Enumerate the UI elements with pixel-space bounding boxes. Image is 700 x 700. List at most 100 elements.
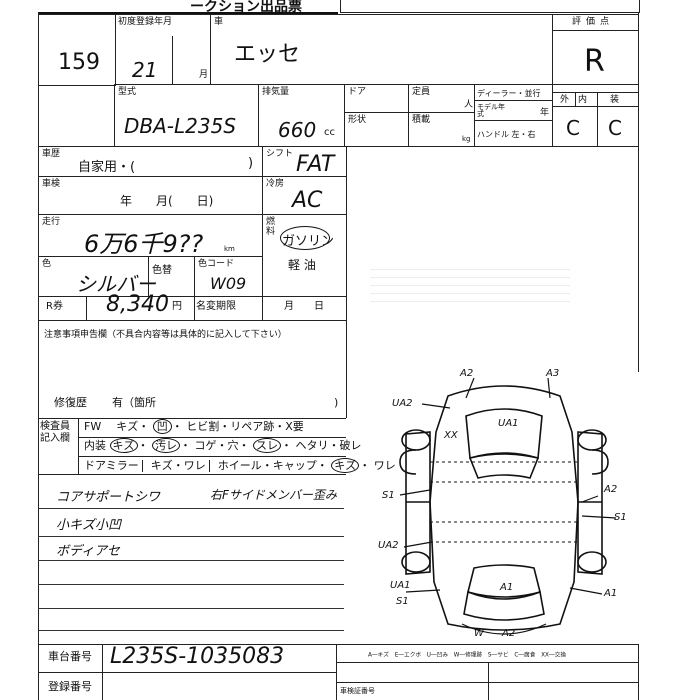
recycle-fee: 8,340 — [106, 292, 169, 317]
ac-label: 冷房 — [266, 179, 285, 189]
insp-int-scratch: キズ — [109, 438, 138, 453]
caution-label: 注意事項申告欄（不具合内容等は具体的に記入して下さい） — [44, 330, 287, 340]
header-title: ークション出品票 — [190, 0, 302, 15]
mark-w-rear: W — [474, 628, 484, 639]
first-reg-label: 初度登録年月 — [118, 17, 173, 27]
exterior-grade: C — [566, 116, 580, 140]
registration-num-label: 登録番号 — [48, 680, 92, 693]
load-label: 積載 — [412, 115, 431, 125]
mark-a1-right: A1 — [604, 588, 618, 599]
inspection-grid — [78, 418, 347, 474]
dealer-label: ディーラー・並行 — [477, 89, 541, 98]
mileage-label: 走行 — [42, 217, 61, 227]
usage-label: 車歴 — [42, 149, 61, 159]
lot-number: 159 — [58, 50, 100, 75]
insp-wheel-crack: ワレ — [373, 459, 396, 472]
grade-value: R — [584, 44, 605, 79]
note-line2: 小キズ小凹 — [56, 518, 122, 533]
insp-row1: FW キズ・ 凹・ ヒビ割・リペア跡・X要 — [84, 419, 304, 434]
usage-close: ) — [248, 156, 254, 171]
exterior-label: 外 — [560, 95, 570, 105]
header-box-right — [340, 0, 640, 13]
color-code-label: 色コード — [198, 259, 235, 269]
interior-grade: C — [608, 116, 622, 140]
insp-mirror: ドアミラー — [84, 459, 139, 472]
recycle-label: R券 — [46, 301, 63, 312]
lot-box — [38, 14, 116, 86]
chassis-value: L235S-1035083 — [110, 644, 285, 669]
insp-crack: ヒビ割・リペア跡・X要 — [186, 420, 304, 433]
color-label: 色 — [42, 259, 52, 269]
car-name-label: 車 — [214, 17, 224, 27]
mark-s1-right: S1 — [614, 512, 627, 523]
first-reg-year: 21 — [132, 58, 158, 82]
mark-ua1-rear: UA1 — [390, 580, 411, 591]
insp-row2: 内装 キズ・ 汚レ・ コゲ・穴・ スレ・ ヘタリ・破レ — [84, 438, 362, 453]
insp-int-stain: 汚レ — [152, 438, 180, 453]
fuel-label: 燃料 — [266, 217, 276, 237]
insp-fw: FW — [84, 420, 102, 433]
note-line1-left: コアサポートシワ — [56, 490, 161, 505]
capacity-label: 定員 — [412, 87, 431, 97]
usage-value: 自家用・( — [78, 160, 136, 175]
insp-scratch: キズ — [116, 420, 139, 433]
model-value: DBA-L235S — [124, 114, 237, 138]
insp-int-tear: ヘタリ・破レ — [295, 439, 362, 452]
color-code-value: W09 — [210, 274, 247, 293]
insp-mirror-damage: キズ・ワレ — [150, 459, 206, 472]
mark-ua1-hood: UA1 — [498, 418, 519, 429]
shift-label: シフト — [266, 149, 294, 159]
capacity-unit: 人 — [464, 100, 474, 110]
cert-number-label: 車検証番号 — [340, 687, 375, 695]
repair-label: 修復歴 — [54, 396, 87, 409]
car-damage-diagram — [399, 377, 617, 635]
car-name: エッセ — [234, 42, 301, 67]
mark-ua2-front: UA2 — [392, 398, 413, 409]
inspection-label: 車検 — [42, 179, 61, 189]
insp-int-wear: スレ — [253, 438, 281, 453]
displacement-value: 660 — [278, 118, 317, 142]
insp-wheel: ホイール・キャップ — [217, 459, 317, 472]
handle-label: ハンドル 左・右 — [477, 130, 536, 139]
mark-a2-rear: A2 — [502, 628, 516, 639]
mark-a2-top: A2 — [460, 368, 474, 379]
recycle-unit: 円 — [172, 301, 182, 312]
model-label: 型式 — [118, 87, 137, 97]
displacement-label: 排気量 — [262, 87, 290, 97]
fuel-circle — [280, 226, 330, 250]
interior-label: 内 — [578, 95, 588, 105]
inspector-label: 検査員記入欄 — [40, 421, 70, 444]
fuel-option: 軽 油 — [288, 258, 316, 272]
mark-s1-left: S1 — [382, 490, 395, 501]
mark-xx-front: XX — [444, 430, 458, 441]
note-line3: ボディアセ — [56, 544, 120, 559]
equipment-label: 装 — [610, 95, 620, 105]
year-unit: 年 — [540, 108, 550, 118]
mark-ua2-left: UA2 — [378, 540, 399, 551]
model-year-label: モデル年式 — [477, 103, 505, 118]
registration-value: 月 日 — [284, 301, 324, 312]
insp-wheel-scratch: キズ — [331, 458, 360, 473]
insp-row3: ドアミラー キズ・ワレ ホイール・キャップ・ キズ・ ワレ — [84, 458, 396, 473]
ac-value: AC — [292, 188, 323, 213]
repair-value: 有（箇所 — [112, 396, 156, 409]
insp-dent: 凹 — [152, 419, 172, 434]
mark-a1-rear: A1 — [500, 582, 514, 593]
color-value: シルバー — [76, 272, 156, 296]
mark-a3-top: A3 — [546, 368, 560, 379]
damage-legend: A―キズ E―エクボ U―凹み W―修理跡 S―サビ C―腐食 XX―交換 — [368, 651, 567, 659]
inspection-value: 年 月( 日) — [120, 194, 214, 208]
header-banner — [38, 0, 338, 14]
registration-label: 名変期限 — [196, 301, 236, 312]
color-change-label: 色替 — [152, 265, 172, 276]
shift-value: FAT — [296, 152, 335, 177]
insp-int-burn: コゲ・穴 — [194, 439, 239, 452]
mark-a2-right: A2 — [604, 484, 618, 495]
load-unit: kg — [462, 135, 471, 143]
mileage-value: 6万6千9?? — [84, 230, 204, 258]
door-label: ドア — [348, 87, 367, 97]
km-unit: km — [224, 245, 235, 253]
mark-s1-rear: S1 — [396, 596, 409, 607]
grade-label: 評価点 — [572, 17, 615, 27]
chassis-label: 車台番号 — [48, 650, 92, 663]
